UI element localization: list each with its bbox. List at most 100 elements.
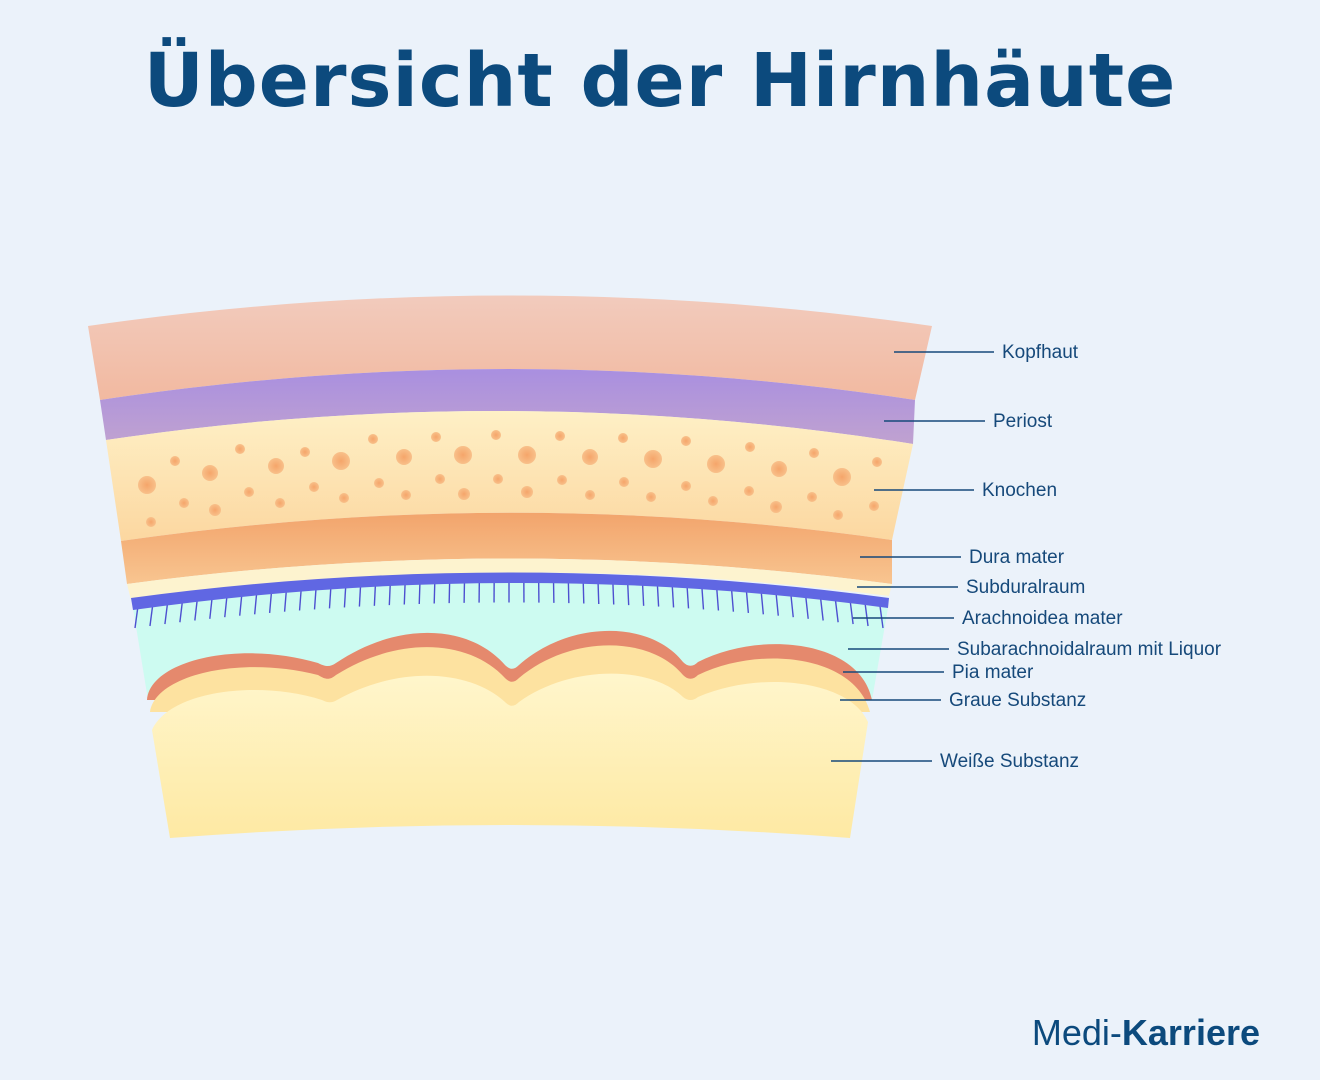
bone-dot [275, 498, 285, 508]
bone-dot [209, 504, 221, 516]
callout-arachnoidea-mater: Arachnoidea mater [853, 608, 1123, 629]
label-pia-mater: Pia mater [952, 662, 1034, 683]
callout-pia-mater: Pia mater [843, 662, 1034, 683]
bone-dot [235, 444, 245, 454]
trabecula [834, 600, 839, 623]
bone-dot [557, 475, 567, 485]
bone-dot [300, 447, 310, 457]
callout-kopfhaut: Kopfhaut [894, 342, 1079, 363]
brand-part1: Medi- [1031, 1012, 1122, 1053]
bone-dots [138, 430, 882, 527]
bone-dot [872, 457, 882, 467]
bone-dot [179, 498, 189, 508]
trabecula [164, 601, 169, 625]
bone-dot [869, 501, 879, 511]
trabecula [358, 584, 362, 607]
bone-dot [458, 488, 470, 500]
bone-dot [309, 482, 319, 492]
arachnoid-trabeculae [134, 580, 884, 629]
bone-dot [138, 476, 156, 494]
trabecula [388, 583, 391, 606]
trabecula [582, 581, 585, 604]
label-arachnoidea-mater: Arachnoidea mater [962, 608, 1123, 629]
bone-dot [435, 474, 445, 484]
trabecula [641, 583, 645, 606]
bone-dot [809, 448, 819, 458]
label-subduralraum: Subduralraum [966, 577, 1085, 598]
trabecula [730, 589, 735, 612]
trabecula [134, 605, 139, 629]
bone-dot [493, 474, 503, 484]
bone-dot [374, 478, 384, 488]
brand-logo: Medi-Karriere [1032, 1012, 1260, 1054]
trabecula [790, 595, 794, 618]
trabecula [686, 586, 690, 609]
bone-dot [618, 433, 628, 443]
trabecula [656, 584, 660, 607]
trabecula [328, 586, 332, 609]
bone-dot [707, 455, 725, 473]
trabecula [313, 587, 317, 610]
trabecula [283, 589, 288, 612]
trabecula [671, 585, 675, 608]
bone-dot [744, 486, 754, 496]
bone-dot [745, 442, 755, 452]
trabecula [819, 598, 824, 621]
trabecula [239, 593, 243, 616]
bone-dot [339, 493, 349, 503]
trabecula [597, 581, 600, 604]
bone-dot [646, 492, 656, 502]
trabecula [745, 590, 750, 614]
trabecula [373, 583, 377, 606]
layer-dura-mater [121, 512, 892, 584]
brand-part2: Karriere [1121, 1012, 1260, 1053]
bone-dot [396, 449, 412, 465]
bone-dot [368, 434, 378, 444]
label-subarachnoidalraum: Subarachnoidalraum mit Liquor [957, 639, 1222, 660]
trabecula [418, 581, 421, 604]
layer-knochen [106, 410, 913, 541]
label-kopfhaut: Kopfhaut [1002, 342, 1079, 363]
bone-dot [771, 461, 787, 477]
label-periost: Periost [993, 411, 1053, 432]
trabecula [179, 600, 184, 623]
callout-graue-substanz: Graue Substanz [840, 690, 1086, 711]
bone-dot [585, 490, 595, 500]
layer-weisse-substanz [152, 673, 868, 838]
bone-dot [202, 465, 218, 481]
label-graue-substanz: Graue Substanz [949, 690, 1086, 711]
trabecula [805, 596, 809, 619]
label-weisse-substanz: Weiße Substanz [940, 751, 1079, 772]
trabecula [849, 601, 854, 625]
bone-dot [833, 510, 843, 520]
trabecula [298, 588, 302, 611]
callout-subduralraum: Subduralraum [857, 577, 1085, 598]
bone-dot [708, 496, 718, 506]
layer-graue-substanz [150, 645, 870, 712]
trabecula [253, 592, 258, 615]
bone-dot [644, 450, 662, 468]
bone-dot [555, 431, 565, 441]
callout-weisse-substanz: Weiße Substanz [831, 751, 1079, 772]
trabecula [194, 598, 199, 621]
layer-arachnoidea-mater [131, 572, 889, 610]
bone-dot [770, 501, 782, 513]
bone-dot [170, 456, 180, 466]
bone-dot [268, 458, 284, 474]
bone-dot [431, 432, 441, 442]
bone-dot [454, 446, 472, 464]
bone-dot [807, 492, 817, 502]
bone-dot [619, 477, 629, 487]
callout-dura-mater: Dura mater [860, 547, 1065, 568]
trabecula [760, 592, 765, 615]
callout-periost: Periost [884, 411, 1053, 432]
trabecula [209, 596, 213, 619]
bone-dot [521, 486, 533, 498]
trabecula [775, 593, 779, 616]
trabecula [224, 595, 228, 618]
bone-dot [681, 481, 691, 491]
trabecula [149, 603, 154, 627]
trabecula [701, 587, 705, 610]
trabecula [268, 590, 273, 614]
